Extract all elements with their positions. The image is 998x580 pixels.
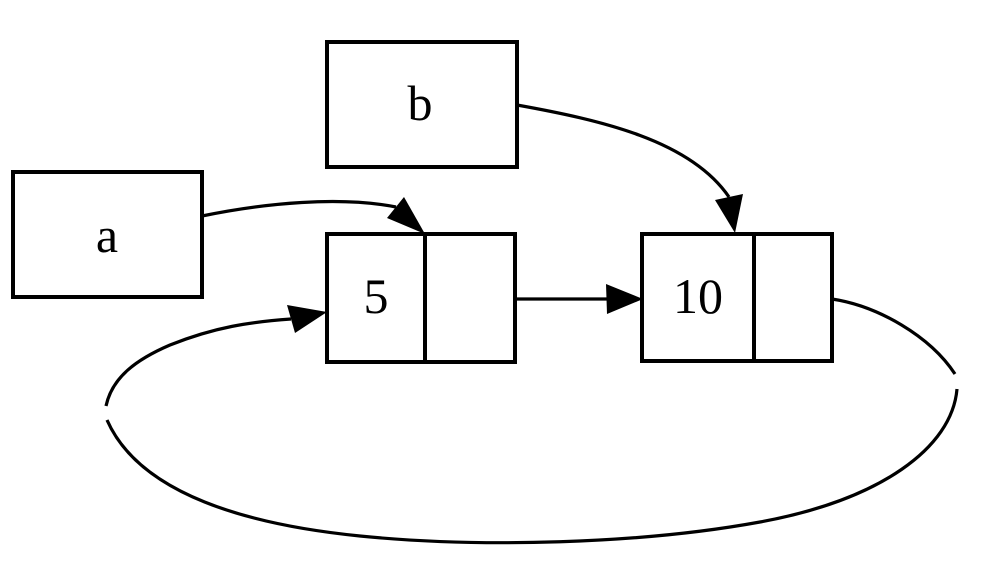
node-b-box	[325, 40, 519, 169]
edge-a-to-cell5	[201, 199, 397, 218]
node-a-label: a	[96, 207, 118, 263]
node-b-label: b	[408, 75, 433, 131]
cell5-car-label: 5	[364, 268, 389, 324]
arrowhead-b-to-cell10-icon	[715, 194, 743, 233]
cell10-box	[640, 232, 834, 363]
node-cell5: 5	[325, 232, 517, 364]
arrowhead-cell10-loop-to-cell5-icon	[287, 305, 327, 333]
cell5-box	[325, 232, 517, 364]
node-cell10: 10	[640, 232, 834, 363]
node-a: a	[11, 170, 204, 299]
edges-layer	[104, 103, 959, 545]
cell10-car-label: 10	[673, 268, 723, 324]
arrowhead-a-to-cell5-icon	[387, 197, 425, 234]
edge-cell10-loop-to-cell5	[104, 297, 959, 545]
node-a-box	[11, 170, 204, 299]
arrowhead-cell5-to-cell10-icon	[606, 284, 643, 314]
node-b: b	[325, 40, 519, 169]
nodes-layer: b a 5 10	[11, 40, 834, 364]
edge-b-to-cell10	[516, 103, 731, 198]
